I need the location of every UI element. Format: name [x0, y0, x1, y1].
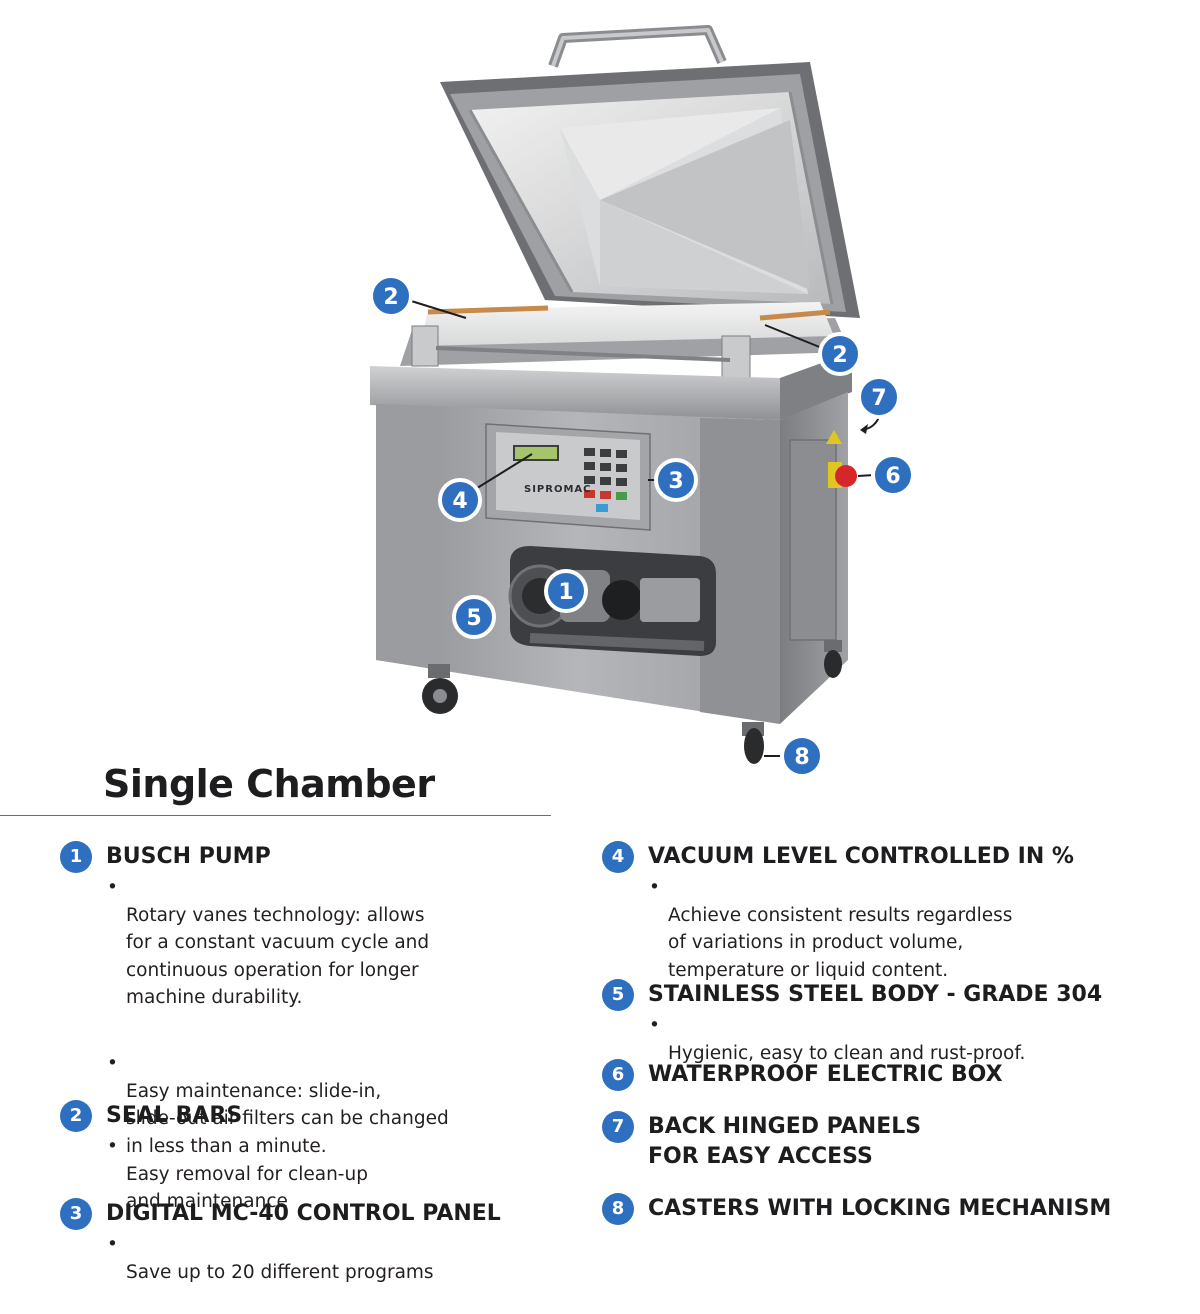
brand-label: SIPROMAC [524, 484, 591, 495]
svg-text:7: 7 [871, 386, 886, 411]
callout-5: 5 [452, 595, 496, 639]
feature-electric-box: 6 WATERPROOF ELECTRIC BOX [602, 1059, 1162, 1091]
open-lid [440, 62, 860, 318]
vacuum-chamber [400, 302, 850, 381]
feature-title: WATERPROOF ELECTRIC BOX [648, 1062, 1003, 1087]
callout-2-left: 2 [369, 274, 413, 318]
svg-text:2: 2 [383, 285, 398, 310]
feature-hinged-panels: 7 BACK HINGED PANELS FOR EASY ACCESS [602, 1111, 1162, 1172]
feature-title: BACK HINGED PANELS FOR EASY ACCESS [648, 1114, 922, 1169]
callout-1: 1 [544, 569, 588, 613]
callout-7: 7 [857, 375, 901, 419]
number-badge-8: 8 [602, 1193, 634, 1225]
number-badge-7: 7 [602, 1111, 634, 1143]
page-title: Single Chamber [103, 762, 435, 806]
callout-4: 4 [438, 478, 482, 522]
feature-bullet: •Easy maintenance: slide-in, slide-out a… [107, 1053, 449, 1157]
keypad [584, 448, 627, 486]
callout-2-right: 2 [818, 332, 862, 376]
svg-text:1: 1 [558, 580, 573, 605]
callout-3: 3 [654, 458, 698, 502]
pump-compartment [508, 546, 716, 656]
feature-casters: 8 CASTERS WITH LOCKING MECHANISM [602, 1193, 1182, 1225]
lid-handle [548, 25, 727, 68]
feature-control-panel: 3 DIGITAL MC-40 CONTROL PANEL •Save up t… [60, 1198, 600, 1314]
feature-bullet: •Achieve consistent results regardless o… [649, 877, 1013, 981]
feature-vacuum-level: 4 VACUUM LEVEL CONTROLLED IN % •Achieve … [602, 841, 1162, 1012]
number-badge-5: 5 [602, 979, 634, 1011]
number-badge-1: 1 [60, 841, 92, 873]
svg-text:5: 5 [466, 606, 481, 631]
feature-title: BUSCH PUMP [106, 844, 271, 869]
feature-busch-pump: 1 BUSCH PUMP •Rotary vanes technology: a… [60, 841, 580, 1188]
feature-title: DIGITAL MC-40 CONTROL PANEL [106, 1201, 501, 1226]
electric-box-stop-button [826, 430, 857, 488]
feature-bullet: •Hygienic, easy to clean and rust-proof. [649, 1015, 1026, 1064]
svg-text:6: 6 [885, 464, 900, 489]
svg-text:2: 2 [832, 343, 847, 368]
feature-title: SEAL BARS [106, 1103, 243, 1128]
feature-bullet: •Save up to 20 different programs [107, 1234, 434, 1283]
svg-text:3: 3 [668, 469, 683, 494]
feature-stainless-body: 5 STAINLESS STEEL BODY - GRADE 304 •Hygi… [602, 979, 1182, 1095]
number-badge-6: 6 [602, 1059, 634, 1091]
number-badge-3: 3 [60, 1198, 92, 1230]
number-badge-4: 4 [602, 841, 634, 873]
number-badge-2: 2 [60, 1100, 92, 1132]
vacuum-machine-illustration: SIPROMAC [369, 25, 915, 778]
title-divider [0, 815, 551, 816]
callout-8: 8 [780, 734, 824, 778]
feature-title: VACUUM LEVEL CONTROLLED IN % [648, 844, 1074, 869]
svg-text:8: 8 [794, 745, 809, 770]
svg-text:4: 4 [452, 489, 467, 514]
feature-title: STAINLESS STEEL BODY - GRADE 304 [648, 982, 1103, 1007]
feature-title: CASTERS WITH LOCKING MECHANISM [648, 1196, 1112, 1221]
casters [422, 640, 842, 764]
feature-seal-bars: 2 SEAL BARS •Easy removal for clean-up a… [60, 1100, 580, 1243]
control-panel-housing: SIPROMAC [485, 423, 651, 531]
feature-bullet: •Easy removal for clean-up and maintenan… [107, 1136, 368, 1212]
callout-6: 6 [871, 453, 915, 497]
feature-bullet: •Rotary vanes technology: allows for a c… [107, 877, 430, 1008]
